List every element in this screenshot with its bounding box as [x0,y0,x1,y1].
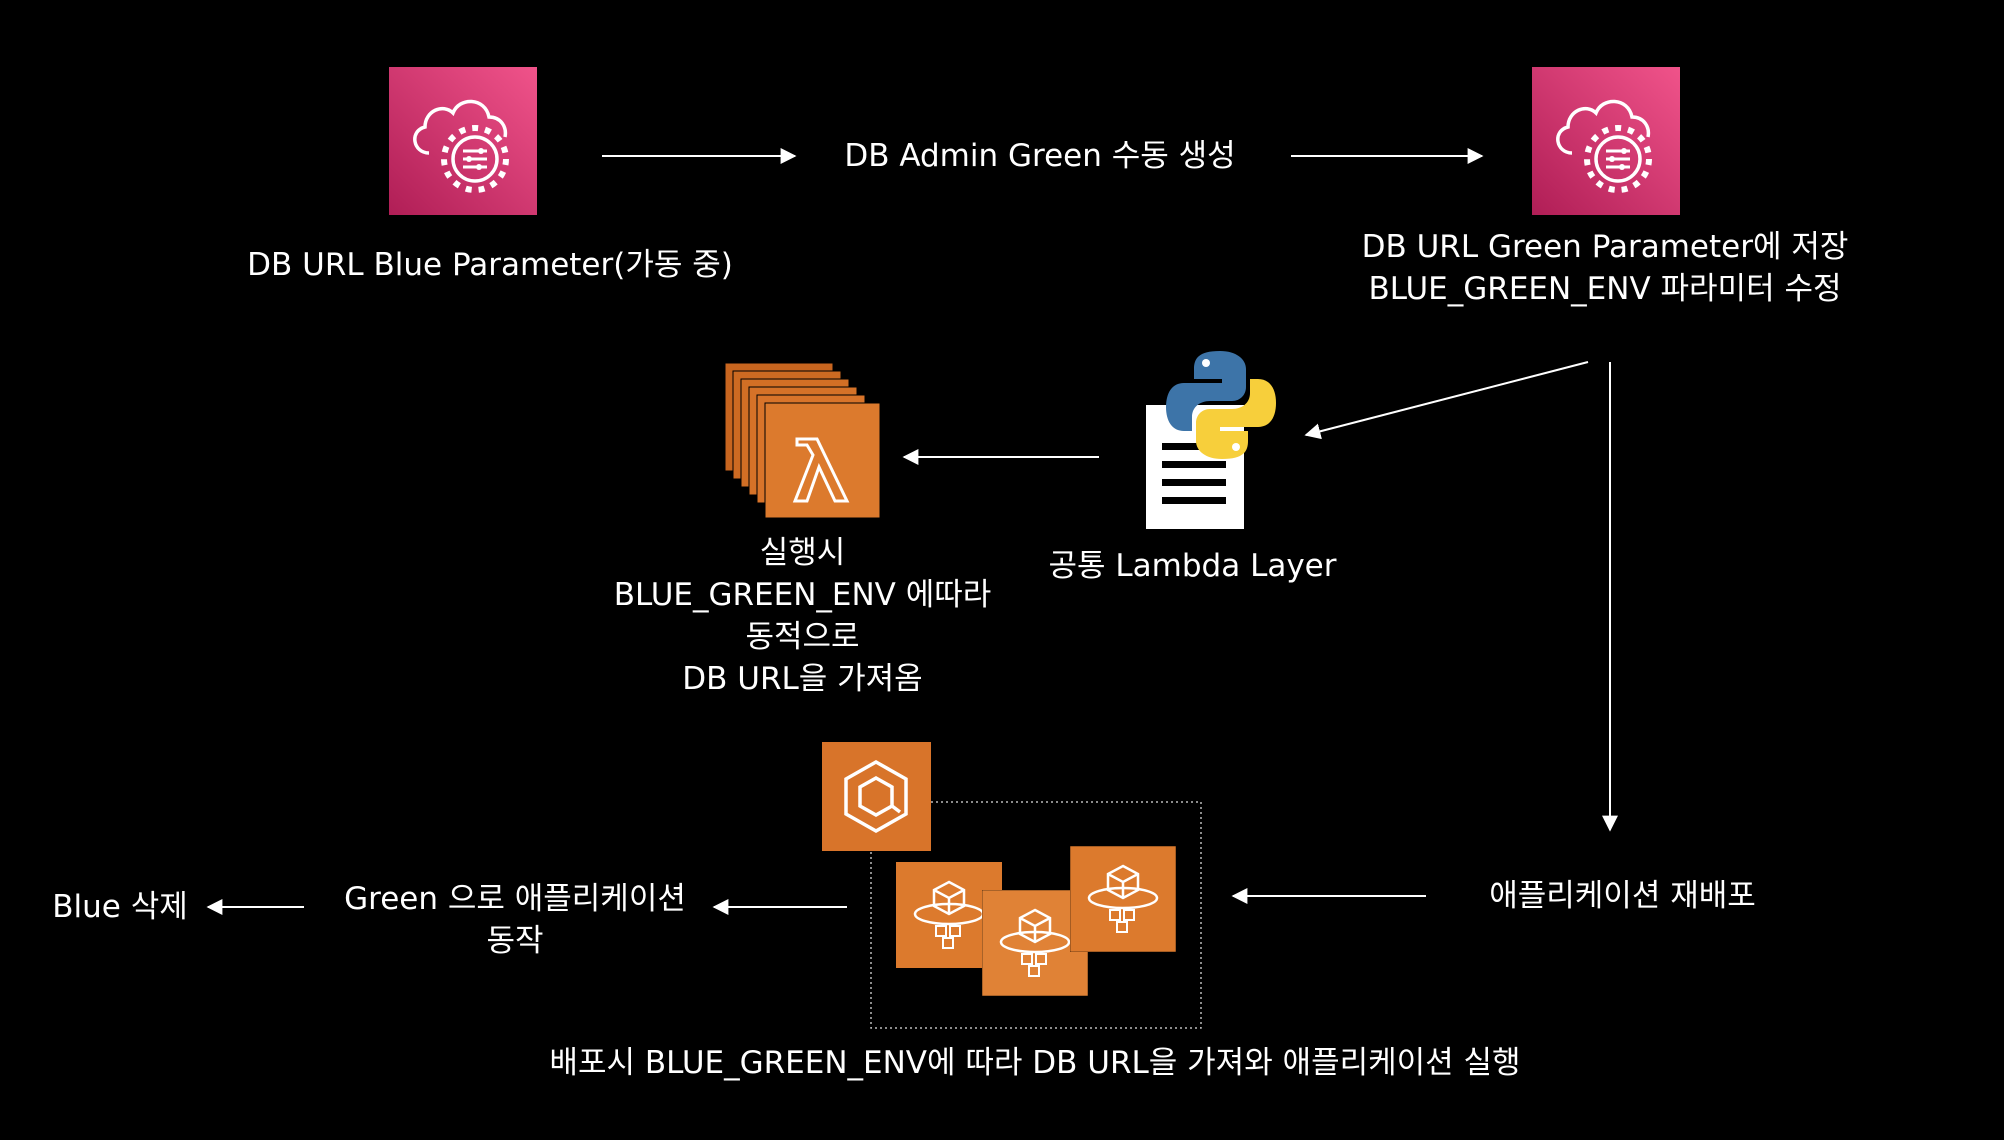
layer-label: 공통 Lambda Layer [1048,548,1337,584]
admin-green-label: DB Admin Green 수동 생성 [844,138,1236,174]
deploy-note-label: 배포시 BLUE_GREEN_ENV에 따라 DB URL을 가져와 애플리케이… [549,1045,1521,1081]
parameter-store-icon [1532,67,1680,215]
green-param-line-2: BLUE_GREEN_ENV 파라미터 수정 [1368,271,1842,307]
lambda-icon [724,362,881,519]
lambda-line-1: 실행시 [759,535,846,571]
python-document-icon [1140,347,1300,531]
arrow-green-to-layer [1304,361,1589,440]
lambda-line-3: 동적으로 [745,619,860,655]
ecs-icon [822,742,931,851]
parameter-store-icon [389,67,537,215]
blue-param-label: DB URL Blue Parameter(가동 중) [247,247,733,283]
redeploy-label: 애플리케이션 재배포 [1489,878,1756,914]
blue-delete-label: Blue 삭제 [52,889,188,925]
ecs-task-icon [1069,845,1177,953]
green-run-label: Green 으로 애플리케이션 동작 [320,878,710,962]
green-param-label: DB URL Green Parameter에 저장 BLUE_GREEN_EN… [1290,226,1920,310]
lambda-label: 실행시 BLUE_GREEN_ENV 에따라 동적으로 DB URL을 가져옴 [555,532,1050,700]
lambda-line-2: BLUE_GREEN_ENV 에따라 [613,577,992,613]
green-param-line-1: DB URL Green Parameter에 저장 [1361,229,1849,265]
green-run-line-1: Green 으로 애플리케이션 [344,881,686,917]
lambda-line-4: DB URL을 가져옴 [682,661,923,697]
ecs-cluster-boundary [870,801,1202,1029]
green-run-line-2: 동작 [486,923,544,959]
